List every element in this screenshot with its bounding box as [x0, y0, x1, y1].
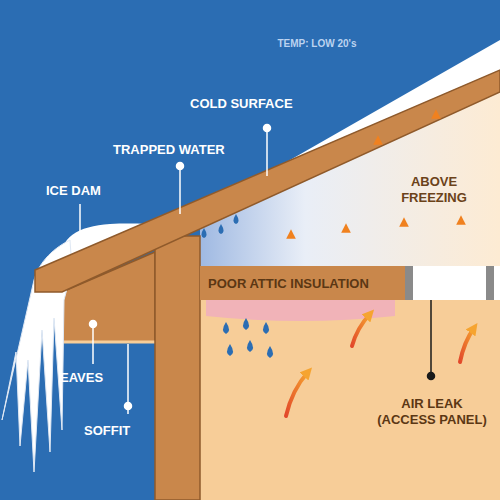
heat-arrows [435, 114, 438, 135]
heat-arrows [460, 220, 463, 254]
room-heat-arrows [286, 372, 308, 416]
part-label: COLD SURFACE [190, 96, 350, 112]
room [200, 300, 500, 500]
leader-lines [264, 125, 271, 132]
leader-line [428, 373, 435, 380]
leader-lines [266, 128, 268, 176]
leader-lines [90, 321, 97, 328]
wall [155, 236, 200, 500]
band-label: POOR ATTIC INSULATION [208, 276, 397, 291]
insulation-band: POOR ATTIC INSULATION [200, 266, 405, 300]
room-heat-arrows [460, 328, 474, 362]
heat-arrows [290, 234, 293, 252]
water-drops [227, 344, 233, 356]
room-heat-arrows [352, 314, 370, 346]
leader-lines [79, 204, 81, 234]
panel-edge [405, 266, 413, 300]
heat-arrows [403, 222, 406, 254]
water-drops [219, 224, 224, 234]
callout-label: AIR LEAK (ACCESS PANEL) [376, 396, 488, 429]
part-label: TRAPPED WATER [113, 142, 253, 158]
soffit [62, 341, 155, 344]
leader-line [428, 300, 435, 380]
water-drops [247, 340, 253, 352]
access-panel [405, 266, 500, 300]
water-drops [202, 228, 207, 238]
leader-lines [125, 403, 132, 410]
panel-edge [486, 266, 494, 300]
rafter [35, 70, 500, 292]
leader-lines [177, 163, 184, 170]
heat-arrows [377, 140, 380, 165]
temperature-note: TEMP: LOW 20's [262, 38, 372, 51]
part-label: SOFFIT [84, 423, 164, 439]
leader-lines [77, 233, 84, 240]
water-drops [263, 322, 269, 334]
zone-label: ABOVE FREEZING [388, 174, 480, 207]
water-drops [234, 214, 239, 224]
water-drops [243, 318, 249, 330]
leader-lines [92, 324, 94, 364]
part-label: ICE DAM [46, 183, 136, 199]
snow [35, 40, 500, 270]
heat-arrows [345, 228, 348, 254]
water-drops [223, 322, 229, 334]
part-label: EAVES [60, 370, 140, 386]
ceiling-band [200, 266, 405, 300]
water-drops [267, 346, 273, 358]
leader-line [430, 300, 432, 376]
